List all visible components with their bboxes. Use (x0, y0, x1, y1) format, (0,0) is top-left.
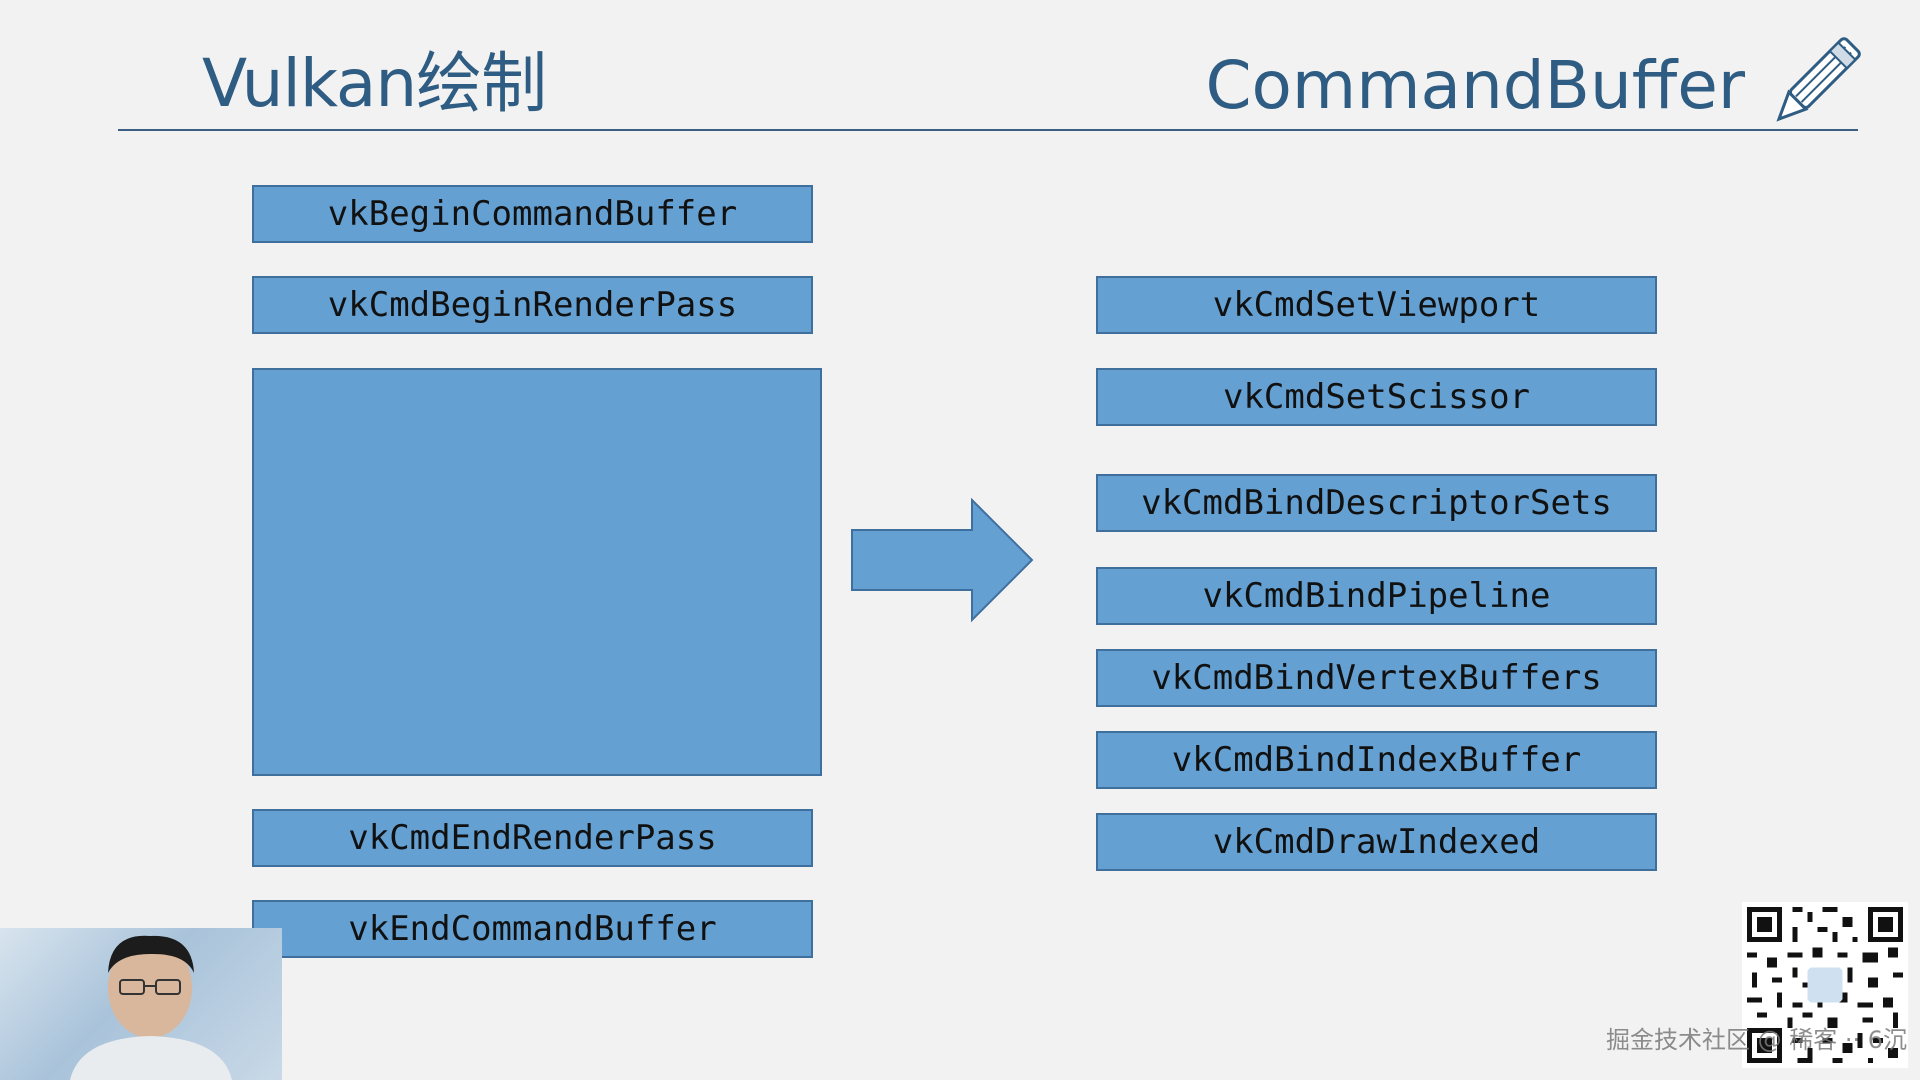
box-label: vkCmdBindIndexBuffer (1171, 740, 1582, 780)
box-begin-command-buffer: vkBeginCommandBuffer (252, 185, 813, 243)
box-end-render-pass: vkCmdEndRenderPass (252, 809, 813, 867)
qr-code-icon (1742, 902, 1908, 1068)
pencil-icon (1776, 37, 1861, 122)
box-set-scissor: vkCmdSetScissor (1096, 368, 1657, 426)
presenter-video (0, 928, 282, 1080)
section-title: CommandBuffer (1205, 47, 1745, 124)
box-label: vkCmdBindDescriptorSets (1141, 483, 1612, 523)
box-label: vkEndCommandBuffer (348, 909, 717, 949)
box-bind-vertex-buffers: vkCmdBindVertexBuffers (1096, 649, 1657, 707)
presenter-figure (70, 935, 232, 1080)
box-label: vkCmdBindVertexBuffers (1151, 658, 1602, 698)
box-label: vkCmdDrawIndexed (1212, 822, 1541, 862)
box-draw-indexed: vkCmdDrawIndexed (1096, 813, 1657, 871)
box-bind-index-buffer: vkCmdBindIndexBuffer (1096, 731, 1657, 789)
box-label: vkCmdSetScissor (1222, 377, 1531, 417)
render-pass-commands-container (252, 368, 822, 776)
box-begin-render-pass: vkCmdBeginRenderPass (252, 276, 813, 334)
box-label: vkBeginCommandBuffer (327, 194, 738, 234)
slide-title: Vulkan绘制 (202, 45, 547, 122)
box-label: vkCmdEndRenderPass (348, 818, 717, 858)
box-set-viewport: vkCmdSetViewport (1096, 276, 1657, 334)
box-bind-pipeline: vkCmdBindPipeline (1096, 567, 1657, 625)
box-bind-descriptor-sets: vkCmdBindDescriptorSets (1096, 474, 1657, 532)
box-end-command-buffer: vkEndCommandBuffer (252, 900, 813, 958)
watermark-text: 掘金技术社区 @ 稀客 ·· 6沉 (1606, 1026, 1908, 1054)
box-label: vkCmdSetViewport (1212, 285, 1541, 325)
box-label: vkCmdBeginRenderPass (327, 285, 738, 325)
box-label: vkCmdBindPipeline (1202, 576, 1551, 616)
header-divider (118, 129, 1858, 131)
right-arrow-icon (851, 498, 1034, 623)
